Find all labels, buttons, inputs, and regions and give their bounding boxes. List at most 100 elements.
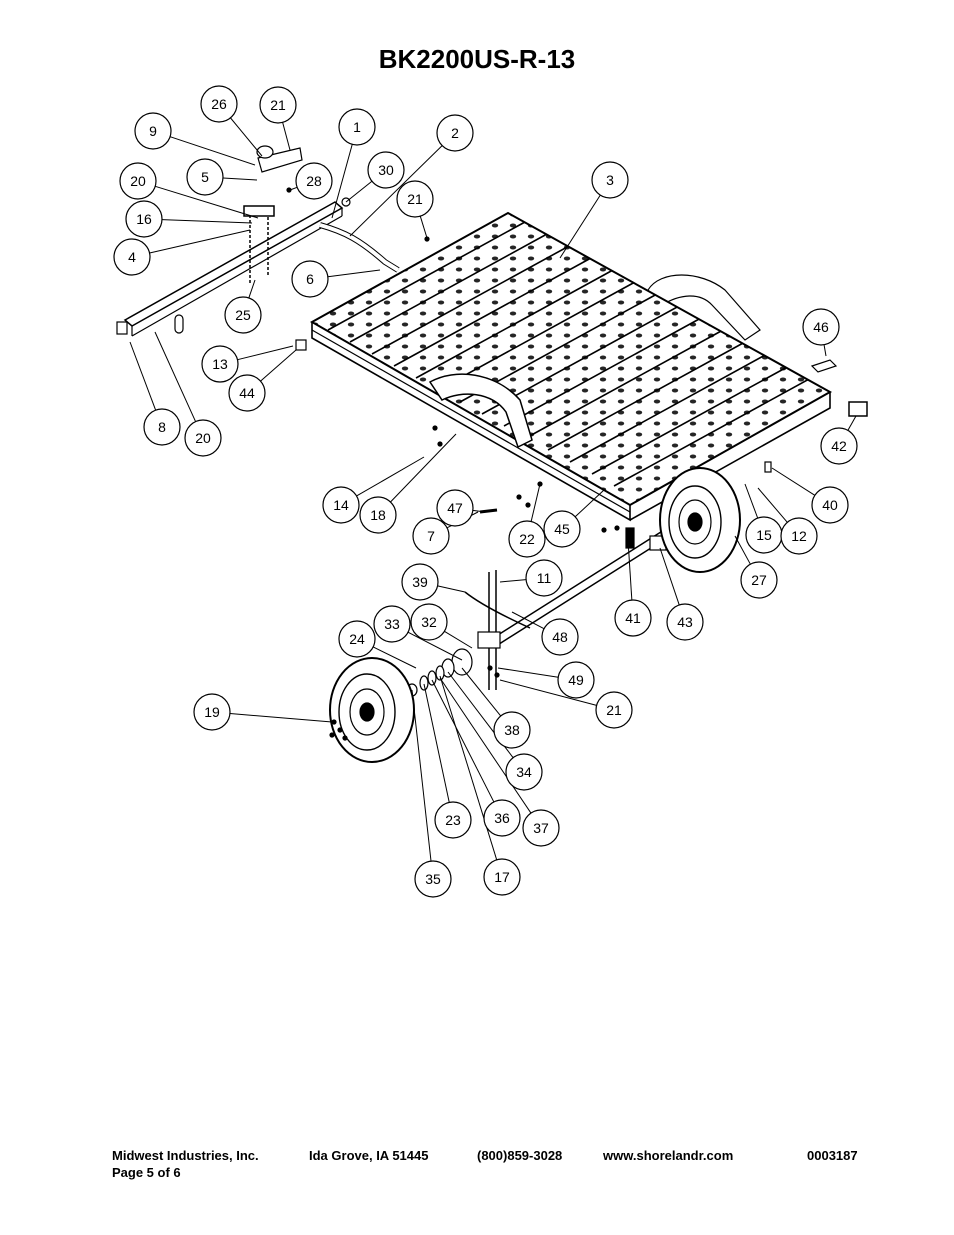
leader-line: [499, 579, 527, 583]
footer-doc-number: 0003187: [807, 1148, 858, 1163]
callout-circle: [436, 489, 474, 527]
callout-27: 27: [740, 561, 778, 599]
callout-35: 35: [414, 860, 452, 898]
leader-line: [349, 145, 443, 237]
callout-20: 20: [184, 419, 222, 457]
footer-page-number: Page 5 of 6: [112, 1165, 181, 1180]
callout-28: 28: [295, 162, 333, 200]
leader-line: [757, 487, 788, 523]
leader-line: [659, 547, 680, 606]
callout-circle: [184, 419, 222, 457]
callout-8: 8: [143, 408, 181, 446]
callout-label: 36: [494, 810, 510, 826]
callout-label: 37: [533, 820, 549, 836]
leader-line: [282, 122, 291, 151]
callout-label: 18: [370, 507, 386, 523]
callout-label: 43: [677, 614, 693, 630]
coupler: [256, 145, 303, 173]
callout-label: 20: [130, 173, 146, 189]
leader-line: [229, 712, 333, 723]
callout-41: 41: [614, 599, 652, 637]
footer-website[interactable]: www.shorelandr.com: [603, 1148, 734, 1163]
leader-line: [161, 219, 253, 224]
callout-4: 4: [113, 238, 151, 276]
callout-label: 21: [270, 97, 286, 113]
leader-line: [511, 611, 545, 630]
callout-circle: [193, 693, 231, 731]
callout-circle: [414, 860, 452, 898]
callout-44: 44: [228, 374, 266, 412]
callout-circle: [434, 801, 472, 839]
callout-circle: [259, 86, 297, 124]
left-wheel: [329, 657, 415, 763]
leader-line: [734, 535, 751, 565]
callout-1: 1: [338, 108, 376, 146]
callout-label: 13: [212, 356, 228, 372]
tail-light: [848, 401, 868, 417]
callout-20: 20: [119, 162, 157, 200]
leader-line: [169, 136, 256, 166]
callout-3: 3: [591, 161, 629, 199]
callout-label: 33: [384, 616, 400, 632]
callout-label: 34: [516, 764, 532, 780]
callout-circle: [591, 161, 629, 199]
leader-line: [461, 667, 502, 717]
leader-line: [356, 456, 425, 497]
callout-circle: [186, 158, 224, 196]
leader-line: [574, 489, 605, 518]
leader-line: [439, 677, 532, 814]
leader-line: [499, 679, 597, 706]
callout-38: 38: [493, 711, 531, 749]
leader-line: [444, 630, 473, 649]
callout-circle: [410, 603, 448, 641]
callout-circle: [373, 605, 411, 643]
footer-address: Ida Grove, IA 51445: [309, 1148, 429, 1163]
callout-circle: [224, 296, 262, 334]
leader-line: [407, 631, 463, 661]
callout-13: 13: [201, 345, 239, 383]
callout-34: 34: [505, 753, 543, 791]
callout-circle: [802, 308, 840, 346]
callout-label: 45: [554, 521, 570, 537]
callout-23: 23: [434, 801, 472, 839]
callout-label: 39: [412, 574, 428, 590]
callout-18: 18: [359, 496, 397, 534]
callout-circle: [367, 151, 405, 189]
callout-2: 2: [436, 114, 474, 152]
callout-17: 17: [483, 858, 521, 896]
callout-46: 46: [802, 308, 840, 346]
leader-line: [823, 344, 827, 357]
callout-22: 22: [508, 520, 546, 558]
callout-11: 11: [525, 559, 563, 597]
callout-circle: [113, 238, 151, 276]
leader-line: [431, 679, 495, 803]
callout-label: 11: [537, 570, 552, 586]
callout-15: 15: [745, 516, 783, 554]
callout-21: 21: [259, 86, 297, 124]
callout-label: 19: [204, 704, 220, 720]
callout-33: 33: [373, 605, 411, 643]
tongue: [116, 201, 400, 337]
callout-circle: [505, 753, 543, 791]
leader-line: [154, 331, 197, 422]
leader-line: [260, 349, 297, 382]
leader-line: [289, 186, 298, 191]
callout-circle: [134, 112, 172, 150]
callout-circle: [543, 510, 581, 548]
callout-circle: [820, 427, 858, 465]
callout-label: 1: [353, 119, 361, 135]
deck: [309, 211, 833, 522]
footer-company: Midwest Industries, Inc.: [112, 1148, 259, 1163]
leader-line: [345, 180, 373, 203]
callout-circle: [811, 486, 849, 524]
callout-9: 9: [134, 112, 172, 150]
callout-label: 32: [421, 614, 437, 630]
safety-chains: [243, 205, 275, 285]
callout-16: 16: [125, 200, 163, 238]
callout-circle: [525, 559, 563, 597]
callout-label: 26: [211, 96, 227, 112]
leader-line: [372, 646, 417, 669]
callout-36: 36: [483, 799, 521, 837]
